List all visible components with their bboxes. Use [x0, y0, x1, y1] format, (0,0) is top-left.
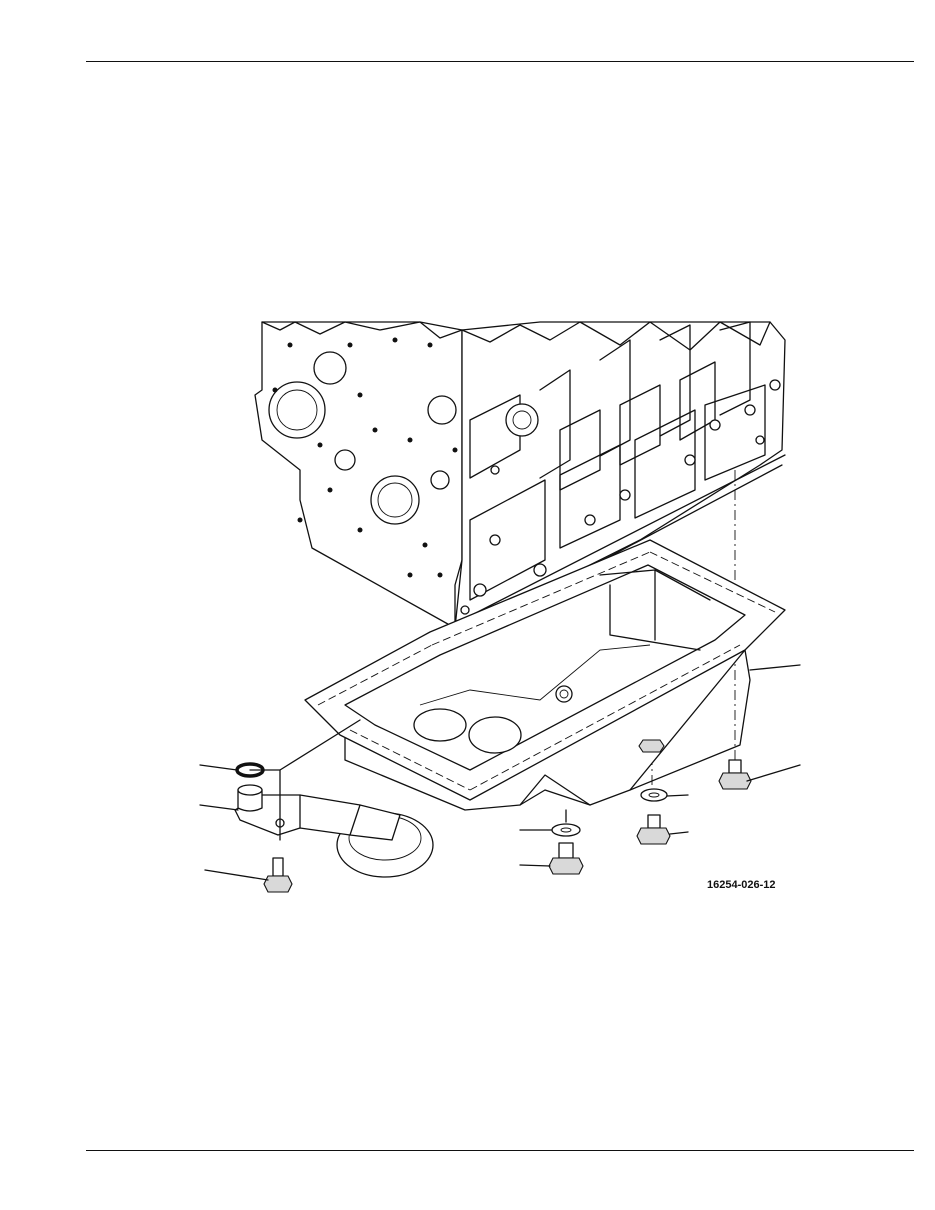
header-rule	[86, 61, 914, 62]
suction-tube-illustration	[234, 762, 434, 893]
nut-washer-illustration	[636, 739, 671, 845]
bolt-illustration	[718, 759, 752, 790]
figure-id-label: 16254-026-12	[707, 879, 776, 891]
drain-plug-illustration	[548, 823, 584, 875]
footer-rule	[86, 1150, 914, 1151]
leader-lines	[199, 664, 801, 881]
oil-pan-illustration	[304, 539, 786, 811]
cylinder-block-illustration	[254, 321, 786, 636]
